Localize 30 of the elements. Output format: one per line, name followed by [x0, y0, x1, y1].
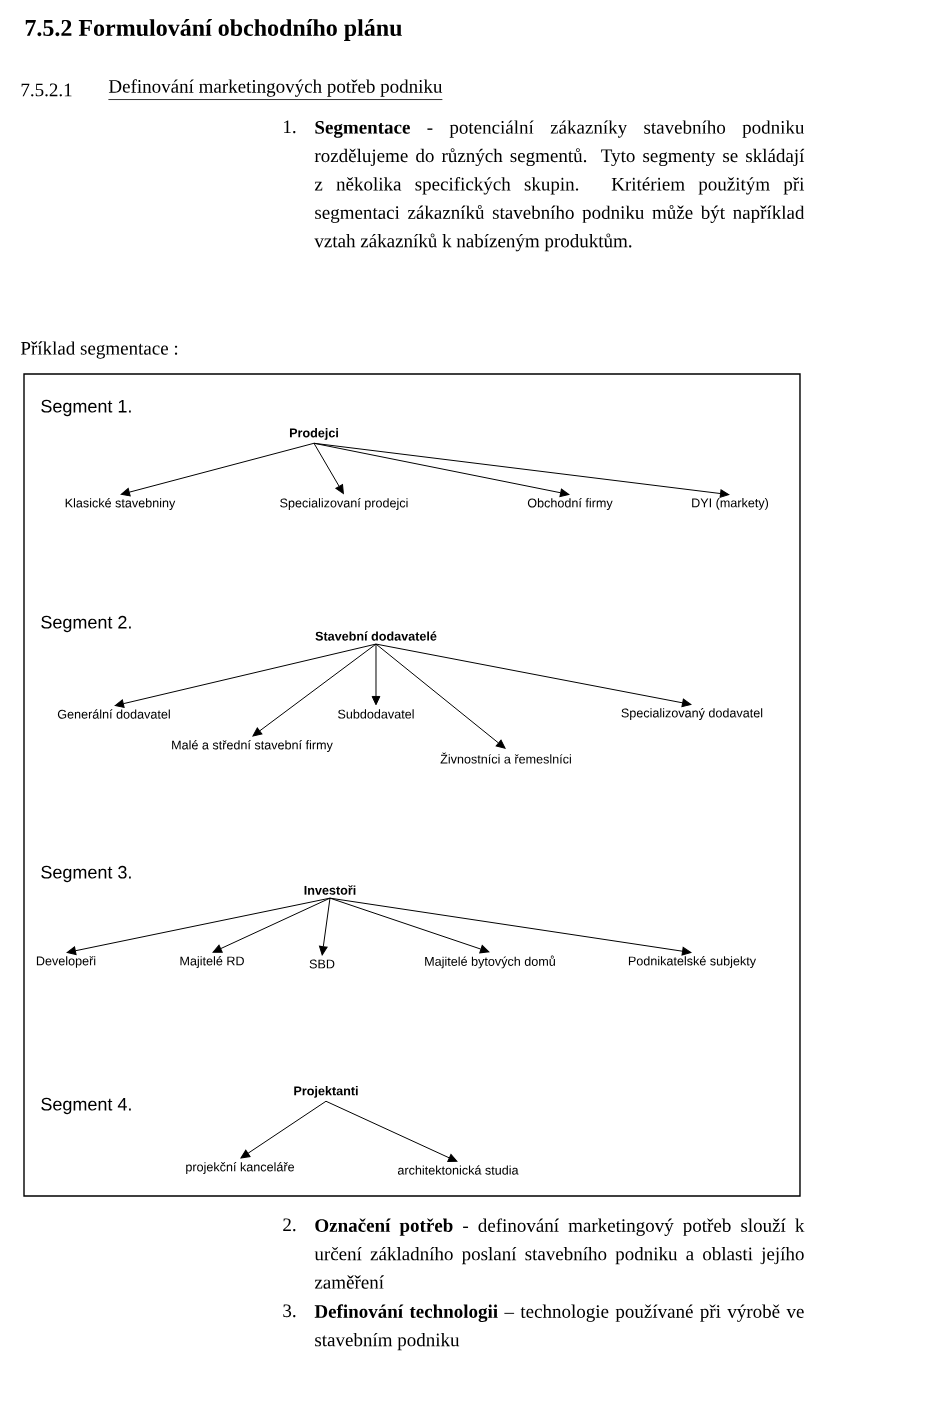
subsection-heading: Definování marketingových potřeb podniku: [108, 79, 443, 100]
segment-label: Segment 3.: [41, 865, 131, 883]
arrow: [120, 442, 315, 497]
arrow: [66, 897, 331, 956]
arrow: [252, 643, 377, 737]
arrow: [313, 442, 730, 498]
arrow: [313, 442, 344, 495]
arrow: [313, 442, 570, 498]
arrow: [371, 643, 381, 706]
arrow: [212, 897, 331, 953]
list-number: 3.: [283, 1304, 296, 1318]
arrow: [240, 1100, 327, 1159]
list-paragraph: Označení potřeb - definování marketingový potřeb slouží k určení základního poslaní stavebního podniku a oblasti jejího zaměření: [314, 1218, 805, 1289]
segment-label: Segment 1.: [41, 399, 131, 417]
list-number: 2.: [283, 1218, 296, 1232]
list-paragraph: Definování technologii – technologie používané při výrobě ve stavebním podniku: [314, 1304, 804, 1351]
list-paragraph: Segmentace - potenciální zákazníky stavebního podniku rozdělujeme do různých segmentů. Tyto segmenty se skládají z několika specifických skupin. Kritériem použitým při segmentaci zákazníků stavebního podniku může být například vztah zákazníků k nabízeným produktům.: [314, 120, 805, 252]
list-number: 7.5.2.1: [21, 83, 72, 97]
arrow: [375, 643, 506, 749]
segment-label: Segment 2.: [41, 615, 131, 633]
segment-label: Segment 4.: [41, 1097, 131, 1115]
arrow: [329, 897, 490, 954]
arrow: [375, 643, 692, 708]
caption-text: Příklad segmentace :: [20, 341, 178, 359]
arrow: [329, 897, 692, 956]
arrow: [114, 643, 377, 708]
arrow: [319, 897, 331, 956]
arrow: [325, 1100, 458, 1162]
section-title: 7.5.2 Formulování obchodního plánu: [25, 19, 402, 41]
list-number: 1.: [284, 120, 296, 134]
